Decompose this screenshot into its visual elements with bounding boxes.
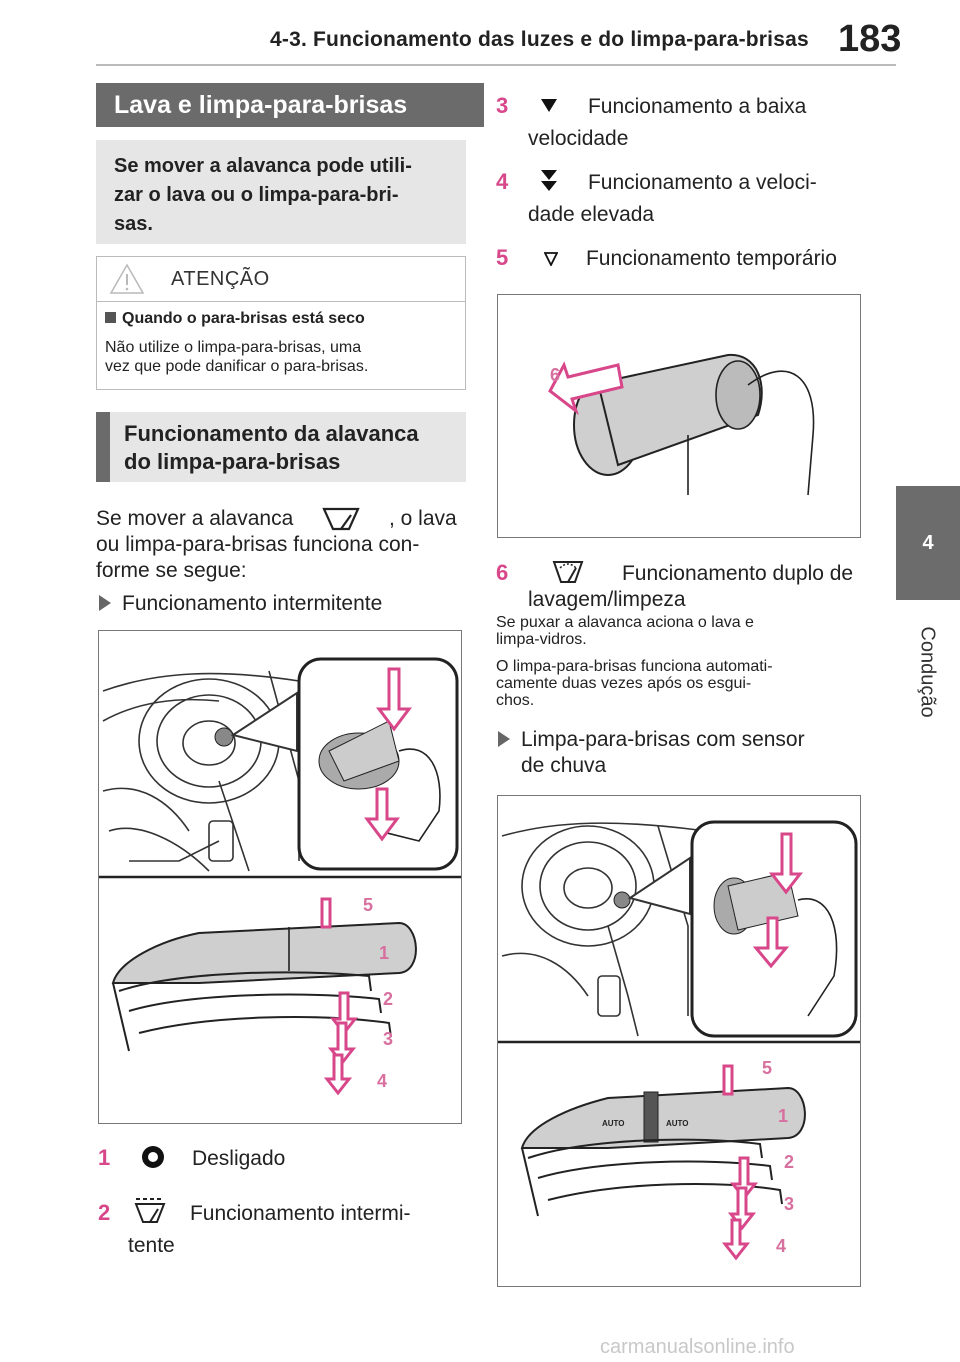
item-number: 4 <box>496 169 509 194</box>
off-circle-icon <box>142 1146 165 1168</box>
figure-label: 5 <box>762 1058 772 1078</box>
washer-pull-figure: 6 <box>497 294 861 538</box>
warning-triangle-icon <box>109 263 145 294</box>
arrow-bullet-icon <box>99 595 111 611</box>
figure-label: 2 <box>784 1152 794 1172</box>
list-item-4: 4 Funcionamento a veloci- dade elevada <box>496 166 817 231</box>
lever-illustration: 5 1 2 3 4 <box>99 657 461 1096</box>
note-line: chos. <box>496 692 535 709</box>
rain-sensor-illustration: AUTO AUTO 5 1 2 3 4 <box>498 820 860 1261</box>
item-text: Funcionamento intermi- <box>189 1202 411 1225</box>
note-line: camente duas vezes após os esgui- <box>496 675 752 692</box>
note-pull: Se puxar a alavanca aciona o lava e limp… <box>496 614 856 648</box>
auto-label: AUTO <box>602 1119 625 1128</box>
warning-title: ATENÇÃO <box>171 267 270 290</box>
note-auto-wipe: O limpa-para-brisas funciona automati- c… <box>496 658 856 709</box>
list-item-3: 3 Funcionamento a baixa velocidade <box>496 90 806 155</box>
list-item-2: 2 Funcionamento intermi- tente <box>98 1196 411 1262</box>
chapter-tab: 4 <box>896 486 960 600</box>
item-number: 3 <box>496 93 509 118</box>
figure-label: 3 <box>784 1194 794 1214</box>
item-number: 1 <box>98 1145 111 1170</box>
wiper-icon <box>322 507 360 531</box>
item-text: velocidade <box>528 127 629 150</box>
item-number: 2 <box>98 1200 111 1225</box>
warning-header: ATENÇÃO <box>97 257 465 302</box>
intro-box: Se mover a alavanca pode utili- zar o la… <box>96 140 466 244</box>
paragraph-line: ou limpa-para-brisas funciona con- <box>96 533 420 556</box>
item-number: 6 <box>496 560 509 585</box>
intro-paragraph: Se mover a alavanca , o lava ou limpa-pa… <box>96 505 466 584</box>
subsection-title-line: Funcionamento da alavanca <box>124 421 419 446</box>
item-text: tente <box>128 1234 175 1257</box>
square-bullet-icon <box>105 312 116 323</box>
figure-label: 1 <box>778 1106 788 1126</box>
bullet-text: Limpa-para-brisas com sensor <box>521 728 805 751</box>
intermittent-wiper-icon <box>134 1198 166 1223</box>
bullet-text: de chuva <box>521 754 607 777</box>
note-line: limpa-vidros. <box>496 631 587 648</box>
subsection-title-line: do limpa-para-brisas <box>124 449 341 474</box>
warning-heading: Quando o para-brisas está seco <box>105 308 457 330</box>
warning-text: Não utilize o limpa-para-brisas, uma vez… <box>105 338 457 376</box>
subsection-title: Funcionamento da alavanca do limpa-para-… <box>96 412 466 482</box>
section-title: Lava e limpa-para-brisas <box>96 83 484 127</box>
section-title-text: Lava e limpa-para-brisas <box>114 90 408 119</box>
item-text: dade elevada <box>528 203 655 226</box>
bullet-text: Funcionamento intermitente <box>122 592 383 615</box>
header-rule <box>96 64 896 66</box>
paragraph-text: , o lava <box>388 507 457 530</box>
list-item-1: 1 Desligado <box>98 1144 285 1172</box>
item-text: Funcionamento duplo de <box>621 562 854 585</box>
watermark: carmanualsonline.info <box>600 1336 795 1358</box>
figure-label: 4 <box>776 1236 786 1256</box>
item-text: Funcionamento a veloci- <box>587 171 817 194</box>
note-line: Se puxar a alavanca aciona o lava e <box>496 614 754 631</box>
mist-icon <box>543 252 559 268</box>
bullet-intermittent: Funcionamento intermitente <box>98 591 382 617</box>
figure-label: 5 <box>363 895 373 915</box>
washer-icon <box>552 561 584 583</box>
running-header: 4-3. Funcionamento das luzes e do limpa-… <box>270 28 809 51</box>
wiper-lever-figure: 5 1 2 3 4 <box>98 630 462 1124</box>
figure-label: 6 <box>550 365 560 385</box>
auto-label: AUTO <box>666 1119 689 1128</box>
bullet-rain-sensor: Limpa-para-brisas com sensor de chuva <box>497 727 805 779</box>
paragraph-line: Se mover a alavanca , o lava <box>96 505 466 532</box>
chapter-label-text: Condução <box>916 626 939 718</box>
item-number: 5 <box>496 245 509 270</box>
item-text: Funcionamento a baixa <box>587 95 807 118</box>
figure-label: 4 <box>377 1071 387 1091</box>
warning-text-line: vez que pode danificar o para-brisas. <box>105 358 369 375</box>
list-item-5: 5 Funcionamento temporário <box>496 242 837 275</box>
rain-sensor-figure: AUTO AUTO 5 1 2 3 4 <box>497 795 861 1287</box>
page-number: 183 <box>838 18 902 60</box>
note-line: O limpa-para-brisas funciona automati- <box>496 658 773 675</box>
warning-box: ATENÇÃO Quando o para-brisas está seco N… <box>96 256 466 390</box>
chapter-number: 4 <box>922 531 934 554</box>
warning-text-line: Não utilize o limpa-para-brisas, uma <box>105 339 362 356</box>
paragraph-line: forme se segue: <box>96 559 247 582</box>
item-text: lavagem/limpeza <box>528 588 686 611</box>
high-speed-icon <box>541 170 558 191</box>
paragraph-text: Se mover a alavanca <box>96 507 294 530</box>
item-text: Desligado <box>191 1147 286 1170</box>
chapter-label: Condução <box>905 612 949 732</box>
figure-label: 1 <box>379 943 389 963</box>
low-speed-icon <box>541 99 558 112</box>
washer-lever-illustration: 6 <box>548 353 815 496</box>
warning-heading-text: Quando o para-brisas está seco <box>122 310 365 327</box>
figure-label: 2 <box>383 989 393 1009</box>
arrow-bullet-icon <box>498 731 510 747</box>
list-item-6: 6 Funcionamento duplo de lavagem/limpeza <box>496 558 853 613</box>
figure-label: 3 <box>383 1029 393 1049</box>
item-text: Funcionamento temporário <box>585 247 837 270</box>
